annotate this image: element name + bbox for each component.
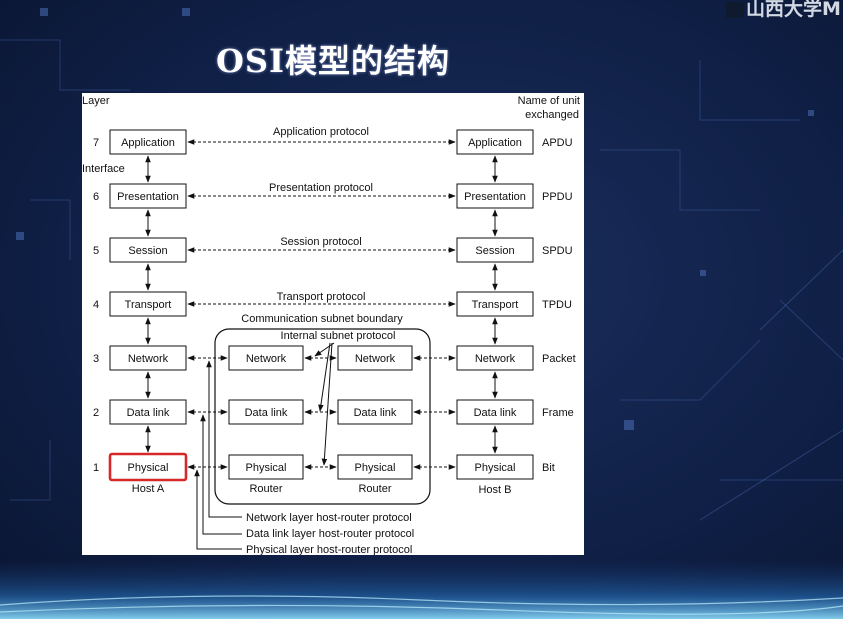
host-a-transport-label: Transport (125, 299, 172, 311)
router-2-network-box (337, 345, 413, 371)
subnet-boundary (214, 328, 431, 505)
layer-number-7: 7 (93, 137, 99, 149)
peer-protocol-labels: Application protocol Presentation protoc… (269, 126, 373, 303)
unit-packet: Packet (542, 353, 576, 365)
router-2-datalink-label: Data link (354, 407, 397, 419)
host-b-session-box (456, 237, 534, 263)
host-a-stack: Application Presentation Session Transpo… (108, 129, 188, 495)
host-a-presentation-label: Presentation (117, 191, 179, 203)
datalink-host-router-protocol-label: Data link layer host-router protocol (246, 528, 414, 540)
router-2-datalink-box (337, 399, 413, 425)
host-b-presentation-label: Presentation (464, 191, 526, 203)
host-router-protocol-labels: Network layer host-router protocol Data … (246, 512, 414, 555)
host-b-physical-box (456, 454, 534, 480)
host-b-transport-label: Transport (472, 299, 519, 311)
layer-number-2: 2 (93, 407, 99, 419)
router-2-network-label: Network (355, 353, 396, 365)
router-2-physical-box (337, 454, 413, 480)
host-b-network-box (456, 345, 534, 371)
transport-protocol-label: Transport protocol (277, 291, 366, 303)
application-protocol-label: Application protocol (273, 126, 369, 138)
host-b-session-label: Session (475, 245, 514, 257)
host-a-session-label: Session (128, 245, 167, 257)
unit-tpdu: TPDU (542, 299, 572, 311)
host-b-presentation-box (456, 183, 534, 209)
router-2-label: Router (358, 483, 391, 495)
host-b-datalink-label: Data link (474, 407, 517, 419)
router-2-physical-label: Physical (355, 462, 396, 474)
router-2-stack: Network Data link Physical Router (337, 345, 413, 495)
router-1-datalink-box (228, 399, 304, 425)
router-1-label: Router (249, 483, 282, 495)
host-a-presentation-box (109, 183, 187, 209)
host-a-datalink-box (109, 399, 187, 425)
corner-logo-text: 山西大学M (746, 0, 841, 20)
host-a-datalink-label: Data link (127, 407, 170, 419)
router-1-physical-box (228, 454, 304, 480)
host-a-physical-box-highlight (108, 452, 188, 482)
internal-protocol-label: Internal subnet protocol (281, 330, 396, 342)
layer-number-6: 6 (93, 191, 99, 203)
unit-names: APDU PPDU SPDU TPDU Packet Frame Bit (542, 137, 576, 474)
host-b-label: Host B (478, 484, 511, 496)
subnet-boundary-label: Communication subnet boundary (241, 313, 403, 325)
interface-label: Interface (82, 163, 125, 175)
presentation-protocol-label: Presentation protocol (269, 182, 373, 194)
session-protocol-label: Session protocol (280, 236, 361, 248)
unit-spdu: SPDU (542, 245, 573, 257)
unit-ppdu: PPDU (542, 191, 573, 203)
internal-protocol-pointers (314, 342, 335, 466)
layer-number-1: 1 (93, 462, 99, 474)
osi-diagram: Layer Name of unit exchanged Interface C… (82, 95, 580, 555)
router-1-physical-label: Physical (246, 462, 287, 474)
unit-header-line2: exchanged (525, 109, 579, 121)
router-1-datalink-label: Data link (245, 407, 288, 419)
layer-number-5: 5 (93, 245, 99, 257)
slide-title: OSI模型的结构 (216, 42, 450, 80)
physical-host-router-protocol-label: Physical layer host-router protocol (246, 544, 412, 555)
osi-diagram-panel: Layer Name of unit exchanged Interface C… (82, 93, 584, 555)
layer-number-3: 3 (93, 353, 99, 365)
host-a-transport-box (109, 291, 187, 317)
unit-header-line1: Name of unit (518, 95, 580, 107)
router-1-network-box (228, 345, 304, 371)
layer-numbers: 7 6 5 4 3 2 1 (93, 137, 99, 474)
host-a-physical-label: Physical (128, 462, 169, 474)
corner-logo: 山西大学M (726, 0, 841, 21)
router-1-network-label: Network (246, 353, 287, 365)
network-host-router-protocol-label: Network layer host-router protocol (246, 512, 412, 524)
logo-mark-icon (726, 1, 744, 18)
host-b-network-label: Network (475, 353, 516, 365)
host-a-session-box (109, 237, 187, 263)
host-b-application-box (456, 129, 534, 155)
host-a-label: Host A (132, 483, 165, 495)
host-a-network-label: Network (128, 353, 169, 365)
layer-number-4: 4 (93, 299, 99, 311)
router-1-stack: Network Data link Physical Router (228, 345, 304, 495)
host-a-application-label: Application (121, 137, 175, 149)
host-b-datalink-box (456, 399, 534, 425)
host-a-application-box (109, 129, 187, 155)
host-a-network-box (109, 345, 187, 371)
host-b-physical-label: Physical (475, 462, 516, 474)
unit-bit: Bit (542, 462, 555, 474)
layer-header: Layer (82, 95, 110, 107)
unit-apdu: APDU (542, 137, 573, 149)
unit-frame: Frame (542, 407, 574, 419)
host-b-transport-box (456, 291, 534, 317)
host-router-leaders (194, 360, 242, 550)
peer-protocol-arrows (187, 139, 456, 470)
host-b-application-label: Application (468, 137, 522, 149)
host-b-stack: Application Presentation Session Transpo… (456, 129, 534, 496)
